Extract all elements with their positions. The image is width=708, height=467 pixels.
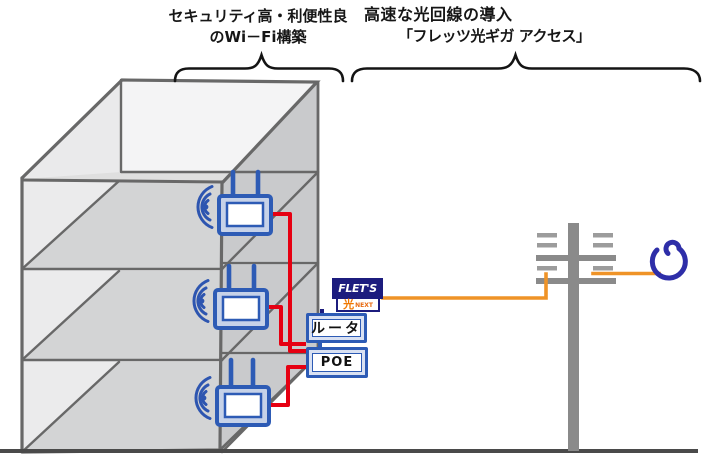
title-wifi-line2: のWi－Fi構築: [209, 28, 307, 46]
wifi-waves-top-icon: [196, 185, 214, 229]
title-fiber-annotation: 高速な光回線の導入 「フレッツ光ギガ アクセス」: [364, 4, 591, 46]
utility-pole: [536, 223, 616, 451]
lan-cable-top-ap: [271, 212, 306, 353]
wifi-ap-middle-icon: [213, 263, 269, 330]
pole-mast: [568, 223, 579, 451]
router-box: ルータ: [306, 313, 367, 343]
pole-wire-dashes: [537, 233, 613, 271]
title-fiber-line2: 「フレッツ光ギガ アクセス」: [398, 27, 591, 45]
floor-3-slab: [22, 362, 222, 452]
building-right-face: [220, 82, 318, 450]
floor-lines: [20, 267, 224, 362]
pole-crossarm-upper: [536, 255, 616, 261]
ntt-loop-icon: [649, 239, 688, 281]
wifi-access-points: [213, 169, 273, 427]
floor-2-slab: [22, 271, 222, 360]
lan-cable-bottom-ap: [269, 365, 306, 407]
wifi-ap-top-icon: [217, 169, 273, 236]
title-wifi-line1: セキュリティ高・利便性良: [168, 7, 348, 25]
next-label: NEXT: [355, 302, 373, 309]
hikari-label: 光: [343, 298, 355, 311]
brace-fiber: [350, 50, 702, 83]
poe-box: POE: [306, 347, 368, 378]
wifi-waves-middle-icon: [192, 279, 210, 323]
pole-crossarm-lower: [536, 278, 616, 284]
lan-cable-middle-ap: [267, 305, 306, 346]
wifi-waves-bottom-icon: [194, 376, 212, 420]
flets-brand-label: FLET'S: [338, 282, 377, 295]
roof-inner-lines: [119, 78, 320, 174]
building: [20, 78, 321, 454]
wifi-ap-bottom-icon: [215, 357, 271, 427]
optical-fiber-building-to-pole: [381, 272, 548, 300]
flets-logo: FLET'S: [332, 278, 383, 299]
flets-hikari-next-badge: 光 NEXT: [336, 297, 380, 312]
floor-1-slab: [22, 182, 222, 269]
title-wifi-annotation: セキュリティ高・利便性良 のWi－Fi構築: [158, 6, 358, 48]
roof-front-edge: [20, 178, 225, 184]
roof-outline: [20, 78, 321, 184]
router-label: ルータ: [311, 321, 362, 337]
title-fiber-line1: 高速な光回線の導入: [364, 5, 513, 24]
brace-wifi: [173, 50, 345, 83]
poe-label: POE: [320, 355, 354, 370]
left-slab-diagonals: [20, 179, 121, 454]
